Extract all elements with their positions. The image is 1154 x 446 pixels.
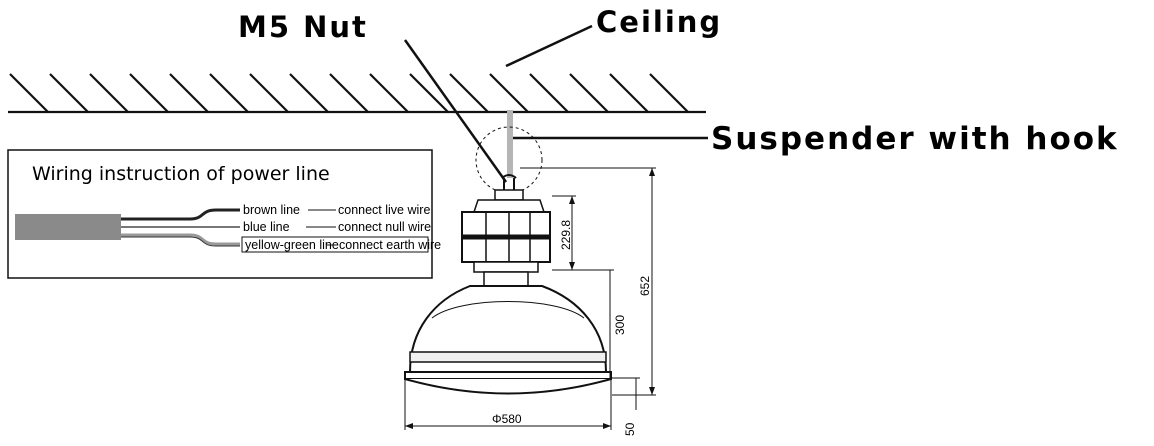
detail-circle xyxy=(475,126,543,194)
hook xyxy=(501,174,517,190)
dimension-lines xyxy=(404,167,656,430)
hatch-stroke xyxy=(249,73,289,113)
arrow-652-bottom xyxy=(649,387,655,395)
arrow-230-bottom xyxy=(569,262,575,270)
wiring-title: Wiring instruction of power line xyxy=(32,163,330,185)
hatch-stroke xyxy=(369,73,409,113)
yellow-green-wire xyxy=(121,233,240,246)
hatch-stroke xyxy=(529,73,569,113)
suspender-label: Suspender with hook xyxy=(711,121,1119,157)
ceiling-leader xyxy=(505,24,593,68)
hatch-stroke xyxy=(449,73,489,113)
hatch-stroke xyxy=(209,73,249,113)
dim-label-580: Φ580 xyxy=(492,412,522,426)
hatch-stroke xyxy=(609,73,649,113)
wire-connect-brown: connect live wire xyxy=(338,203,430,217)
hatch-stroke xyxy=(329,73,369,113)
dim-label-300: 300 xyxy=(613,315,627,335)
earth-line-box xyxy=(241,236,429,253)
hatch-stroke xyxy=(409,73,449,113)
hatch-stroke xyxy=(169,73,209,113)
dimension-arrows xyxy=(405,168,655,429)
hatch-stroke xyxy=(89,73,129,113)
shade-rim xyxy=(409,351,607,363)
dim-label-50: 50 xyxy=(623,422,637,436)
power-cable xyxy=(15,214,121,240)
hatch-stroke xyxy=(489,73,529,113)
brown-wire xyxy=(121,208,240,221)
shade-contour xyxy=(431,301,585,319)
lens xyxy=(404,378,612,395)
suspender-rod xyxy=(507,110,513,178)
wire-connect-yellow-green: connect earth wire xyxy=(339,238,441,252)
dim-label-229: 229.8 xyxy=(559,220,573,250)
hatch-strokes xyxy=(9,73,689,113)
yellow-green-wire-edge xyxy=(121,236,240,247)
m5-nut-leader xyxy=(403,39,508,183)
wire-name-yellow-green: yellow-green line xyxy=(245,238,339,252)
hatch-stroke xyxy=(129,73,169,113)
hatch-stroke xyxy=(9,73,49,113)
lamp-cap xyxy=(494,189,524,201)
neck xyxy=(483,271,529,287)
arrow-652-top xyxy=(649,168,655,176)
hatch-stroke xyxy=(569,73,609,113)
arrow-230-top xyxy=(569,196,575,204)
m5-nut-label: M5 Nut xyxy=(238,10,368,44)
arrow-580-right xyxy=(603,423,611,429)
dim-label-652: 652 xyxy=(638,276,652,296)
lamp-collar xyxy=(472,199,546,213)
hatch-stroke xyxy=(649,73,689,113)
wire-name-brown: brown line xyxy=(243,203,300,217)
arrow-580-left xyxy=(405,423,413,429)
hatch-stroke xyxy=(49,73,89,113)
wire-connect-blue: connect null wire xyxy=(338,220,431,234)
hatch-stroke xyxy=(289,73,329,113)
wiring-instruction-box: Wiring instruction of power line brown l… xyxy=(7,149,441,279)
wire-name-blue: blue line xyxy=(243,220,290,234)
ceiling-label: Ceiling xyxy=(596,5,722,39)
lens-ring xyxy=(404,371,612,380)
lamp-body xyxy=(404,189,612,395)
ceiling-hatching xyxy=(8,73,706,114)
neck-ring xyxy=(473,261,539,273)
